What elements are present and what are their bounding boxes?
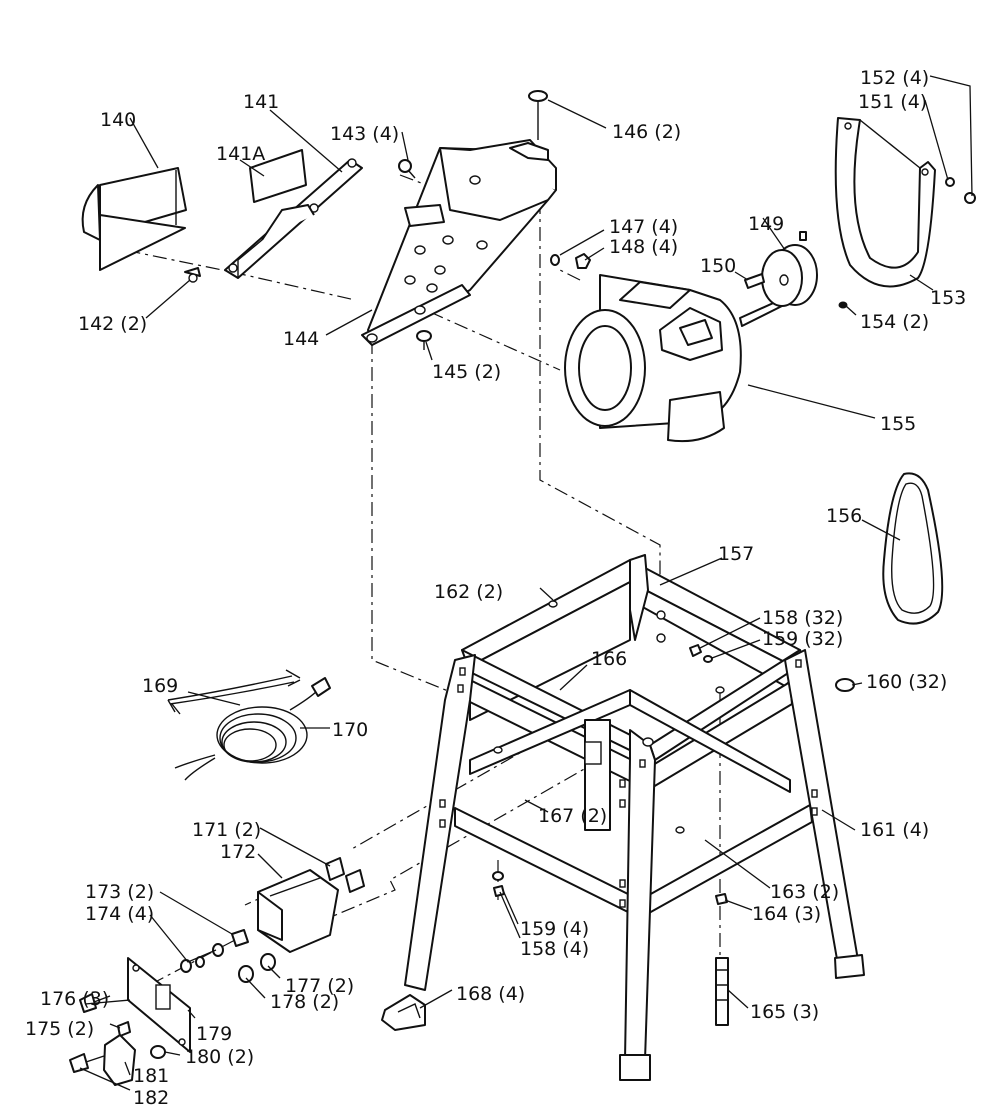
part-141-guard-plate [224, 158, 363, 279]
label-148: 148 (4) [609, 236, 678, 258]
part-176-screw [79, 993, 111, 1013]
part-156-belt [882, 472, 944, 625]
label-155: 155 [880, 413, 916, 435]
part-182-key [69, 1053, 105, 1073]
label-151: 151 (4) [858, 91, 927, 113]
part-154-setscrew [799, 231, 848, 309]
label-141: 141 [243, 91, 279, 113]
part-173-nut [231, 929, 249, 947]
part-143-screw [398, 159, 416, 179]
label-152: 152 (4) [860, 67, 929, 89]
label-171: 171 (2) [192, 819, 261, 841]
part-153-belt-guard [834, 117, 936, 288]
part-144-motor-mount [361, 139, 557, 346]
part-150-key [744, 273, 765, 289]
label-158-4: 158 (4) [520, 938, 589, 960]
label-159-32: 159 (32) [762, 628, 843, 650]
label-173: 173 (2) [85, 881, 154, 903]
label-169: 169 [142, 675, 178, 697]
part-165-leveler [715, 957, 729, 1026]
label-156: 156 [826, 505, 862, 527]
label-142: 142 (2) [78, 313, 147, 335]
label-176: 176 (3) [40, 988, 109, 1010]
part-149-pulley [761, 244, 818, 307]
part-147-148-washer-nut [550, 253, 591, 269]
part-175-screw [117, 1021, 131, 1037]
label-147: 147 (4) [609, 216, 678, 238]
part-labels: 140 141 141A 142 (2) 143 (4) 144 145 (2)… [25, 67, 966, 1109]
part-174-washer [180, 943, 224, 973]
label-141A: 141A [216, 143, 265, 165]
label-159-4: 159 (4) [520, 918, 589, 940]
label-179: 179 [196, 1023, 232, 1045]
label-145: 145 (2) [432, 361, 501, 383]
part-181-switch [103, 1034, 136, 1086]
part-155-motor [564, 274, 783, 443]
part-160-carriage-bolt [835, 678, 855, 692]
label-150: 150 [700, 255, 736, 277]
label-164: 164 (3) [752, 903, 821, 925]
label-182: 182 [133, 1087, 169, 1109]
part-141A-label-decal [249, 149, 307, 203]
label-140: 140 [100, 109, 136, 131]
label-160: 160 (32) [866, 671, 947, 693]
label-149: 149 [748, 213, 784, 235]
label-165: 165 (3) [750, 1001, 819, 1023]
label-175: 175 (2) [25, 1018, 94, 1040]
label-177: 177 (2) [285, 975, 354, 997]
label-170: 170 [332, 719, 368, 741]
part-171-strain-relief [325, 857, 365, 893]
label-181: 181 [133, 1065, 169, 1087]
part-168-foot-cap [381, 994, 426, 1031]
label-144: 144 [283, 328, 319, 350]
label-168: 168 (4) [456, 983, 525, 1005]
part-170-power-cord [174, 677, 331, 781]
label-174: 174 (4) [85, 903, 154, 925]
label-166: 166 [591, 648, 627, 670]
label-162: 162 (2) [434, 581, 503, 603]
label-163: 163 (2) [770, 881, 839, 903]
part-177-178-washer [238, 953, 276, 983]
part-151-152-washer-screw [945, 177, 976, 204]
part-172-switch-box [257, 869, 339, 953]
label-161: 161 (4) [860, 819, 929, 841]
label-154: 154 (2) [860, 311, 929, 333]
label-143: 143 (4) [330, 123, 399, 145]
part-157-stand [404, 554, 865, 1081]
label-157: 157 [718, 543, 754, 565]
label-167: 167 (2) [538, 805, 607, 827]
part-142-screw [184, 267, 201, 283]
part-164-nut [715, 893, 728, 905]
label-178: 178 (2) [270, 991, 339, 1013]
leader-lines [79, 75, 973, 1091]
part-140-dust-chute [81, 167, 187, 271]
part-169-cord [167, 669, 301, 715]
part-145-screw [416, 330, 432, 350]
label-172: 172 [220, 841, 256, 863]
part-179-switch-plate [127, 957, 191, 1053]
label-180: 180 (2) [185, 1046, 254, 1068]
part-180-screw [150, 1045, 166, 1059]
label-158-32: 158 (32) [762, 607, 843, 629]
label-146: 146 (2) [612, 121, 681, 143]
part-146-screw [528, 90, 548, 140]
label-153: 153 [930, 287, 966, 309]
